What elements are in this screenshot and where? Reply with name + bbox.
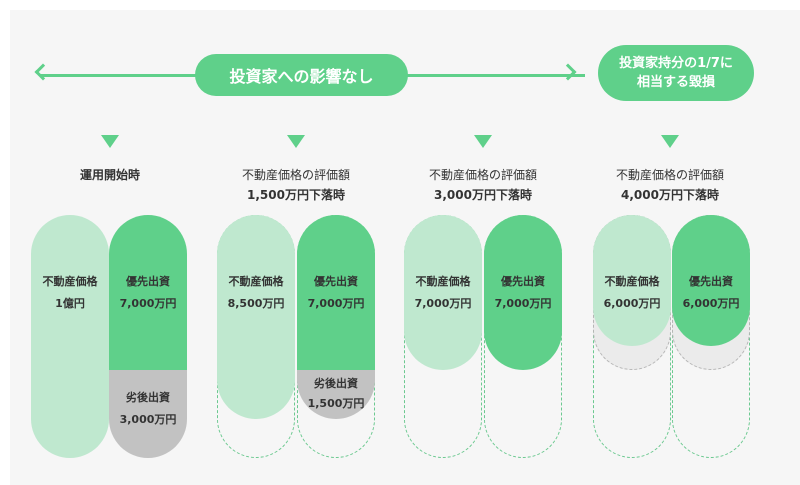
property-value-bar: 不動産価格 7,000万円 — [404, 215, 482, 370]
scenario-title: 運用開始時 — [79, 168, 140, 182]
scenario-caption: 不動産価格の評価額 3,000万円下落時 — [393, 165, 573, 205]
scenario-subtitle: 3,000万円下落時 — [434, 188, 532, 202]
capital-stack-bar: 優先出資 6,000万円 — [672, 215, 750, 346]
loss-label-line1: 投資家持分の1/7に — [619, 56, 733, 71]
no-impact-label: 投資家への影響なし — [229, 67, 374, 86]
arrow-left-icon — [34, 63, 52, 81]
scenario-subtitle: 1,500万円下落時 — [247, 188, 345, 202]
property-value: 8,500万円 — [227, 297, 285, 310]
junior-value: 1,500万円 — [307, 397, 365, 410]
scenario-title: 不動産価格の評価額 — [428, 168, 537, 182]
property-value-bar: 不動産価格 6,000万円 — [593, 215, 671, 346]
scenario-subtitle: 4,000万円下落時 — [621, 188, 719, 202]
property-label: 不動産価格 — [604, 275, 660, 288]
junior-label: 劣後出資 — [126, 391, 170, 404]
arrow-right-icon — [559, 63, 577, 81]
junior-equity-segment — [109, 370, 187, 458]
senior-label: 優先出資 — [501, 275, 545, 288]
senior-equity-segment — [109, 215, 187, 370]
property-value: 6,000万円 — [603, 297, 661, 310]
junior-label: 劣後出資 — [314, 377, 358, 390]
senior-value: 7,000万円 — [307, 297, 365, 310]
property-value: 1億円 — [55, 297, 85, 310]
down-triangle-icon — [101, 135, 119, 148]
capital-stack-bar: 優先出資 7,000万円 — [484, 215, 562, 370]
loss-badge: 投資家持分の1/7に 相当する毀損 — [598, 45, 754, 101]
property-value: 7,000万円 — [414, 297, 472, 310]
property-value-bar: 不動産価格 8,500万円 — [217, 215, 295, 419]
down-triangle-icon — [287, 135, 305, 148]
junior-value: 3,000万円 — [119, 413, 177, 426]
scenario-title: 不動産価格の評価額 — [241, 168, 350, 182]
senior-value: 6,000万円 — [682, 297, 740, 310]
down-triangle-icon — [474, 135, 492, 148]
property-label: 不動産価格 — [228, 275, 284, 288]
scenario-caption: 運用開始時 — [20, 165, 200, 185]
scenario-title: 不動産価格の評価額 — [615, 168, 724, 182]
property-label: 不動産価格 — [415, 275, 471, 288]
down-triangle-icon — [661, 135, 679, 148]
property-label: 不動産価格 — [42, 275, 98, 288]
junior-equity-segment — [297, 370, 375, 419]
capital-stack-bar: 優先出資 7,000万円 劣後出資 1,500万円 — [297, 215, 375, 419]
loss-label-line2: 相当する毀損 — [636, 75, 715, 90]
diagram-panel: 投資家への影響なし 投資家持分の1/7に 相当する毀損 運用開始時 不動産価格の… — [10, 10, 800, 485]
senior-value: 7,000万円 — [119, 297, 177, 310]
scenario-caption: 不動産価格の評価額 1,500万円下落時 — [206, 165, 386, 205]
senior-value: 7,000万円 — [494, 297, 552, 310]
scenario-caption: 不動産価格の評価額 4,000万円下落時 — [580, 165, 760, 205]
senior-label: 優先出資 — [314, 275, 358, 288]
capital-stack-bar: 優先出資 7,000万円 劣後出資 3,000万円 — [109, 215, 187, 458]
senior-equity-segment — [297, 215, 375, 370]
senior-label: 優先出資 — [689, 275, 733, 288]
senior-label: 優先出資 — [126, 275, 170, 288]
no-impact-badge: 投資家への影響なし — [195, 54, 408, 96]
property-value-bar: 不動産価格 1億円 — [31, 215, 109, 458]
